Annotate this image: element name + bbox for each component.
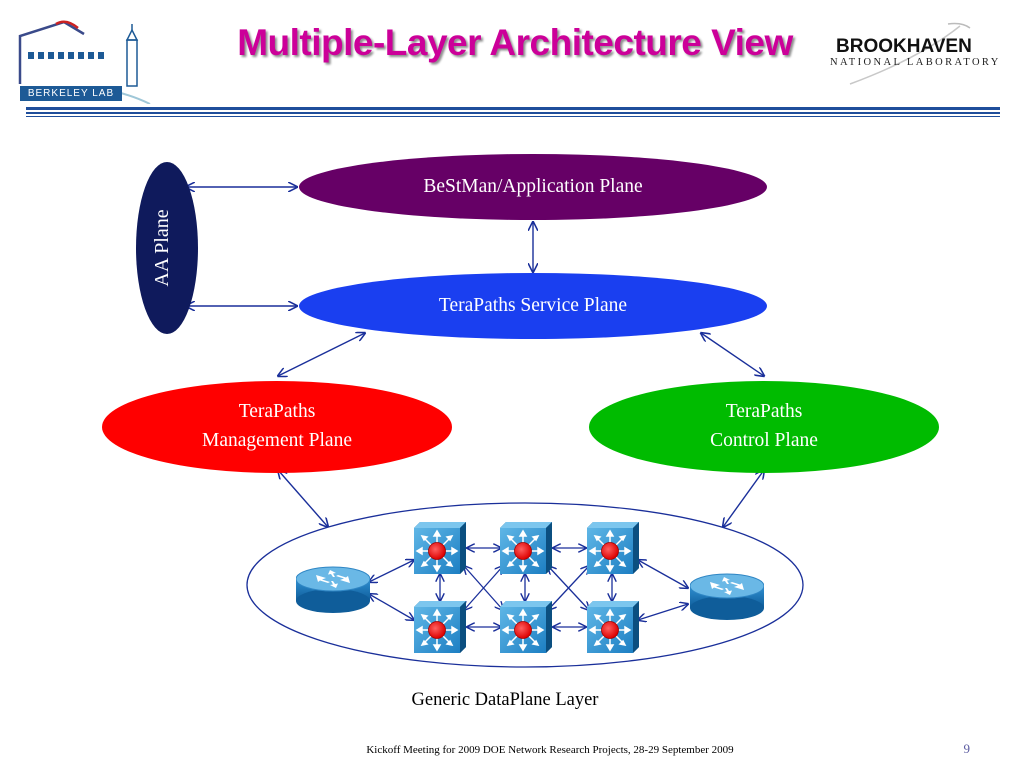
switch-icon: [587, 522, 639, 574]
brookhaven-name: BROOKHAVEN: [836, 36, 972, 57]
management-plane-label-line2: Management Plane: [202, 430, 352, 451]
router-icon: [690, 573, 764, 621]
management-plane-label-line1: TeraPaths: [238, 401, 316, 422]
link-switch-bm-tr: [548, 566, 589, 610]
service-plane: [299, 273, 767, 339]
application-plane: [299, 154, 767, 220]
brookhaven-swoosh-icon: [849, 22, 971, 85]
link-switch-tm-bl: [464, 566, 503, 610]
dataplane-caption: Generic DataPlane Layer: [411, 690, 599, 710]
switch-icon: [500, 601, 552, 653]
switch-icon: [587, 601, 639, 653]
arrow-service-to-management: [278, 333, 365, 376]
service-plane-label: TeraPaths Service Plane: [438, 295, 628, 316]
control-plane-label-line2: Control Plane: [710, 430, 818, 451]
control-plane-label: TeraPaths Control Plane: [614, 397, 914, 455]
link-router-left-switch-bl: [369, 594, 414, 620]
header-divider-thick: [26, 107, 1000, 110]
aa-plane-label: AA Plane: [151, 209, 173, 287]
switch-icon: [500, 522, 552, 574]
page-number: 9: [963, 741, 971, 756]
control-plane-label-line1: TeraPaths: [725, 401, 803, 422]
brookhaven-subtitle: NATIONAL LABORATORY: [830, 57, 1001, 68]
berkeley-lab-wordmark: BERKELEY LAB: [20, 86, 122, 101]
arrow-management-to-dataplane: [278, 470, 328, 527]
header-divider-thin-2: [26, 116, 1000, 117]
application-plane-label: BeStMan/Application Plane: [423, 176, 643, 197]
link-router-left-switch-tl: [369, 560, 414, 582]
management-plane: [102, 381, 452, 473]
aa-plane: [136, 162, 198, 334]
footer-text: Kickoff Meeting for 2009 DOE Network Res…: [366, 744, 734, 756]
page-title: Multiple-Layer Architecture View: [237, 22, 793, 63]
switch-icon: [414, 601, 466, 653]
arrow-service-to-control: [701, 333, 764, 376]
switch-icon: [414, 522, 466, 574]
control-plane: [589, 381, 939, 473]
berkeley-lab-logo: [18, 20, 151, 104]
header-divider-thin: [26, 112, 1000, 114]
link-switch-br-router-right: [638, 604, 688, 620]
arrow-control-to-dataplane: [723, 470, 764, 527]
management-plane-label: TeraPaths Management Plane: [127, 397, 427, 455]
link-switch-tr-router-right: [638, 560, 688, 588]
router-icon: [296, 566, 370, 614]
